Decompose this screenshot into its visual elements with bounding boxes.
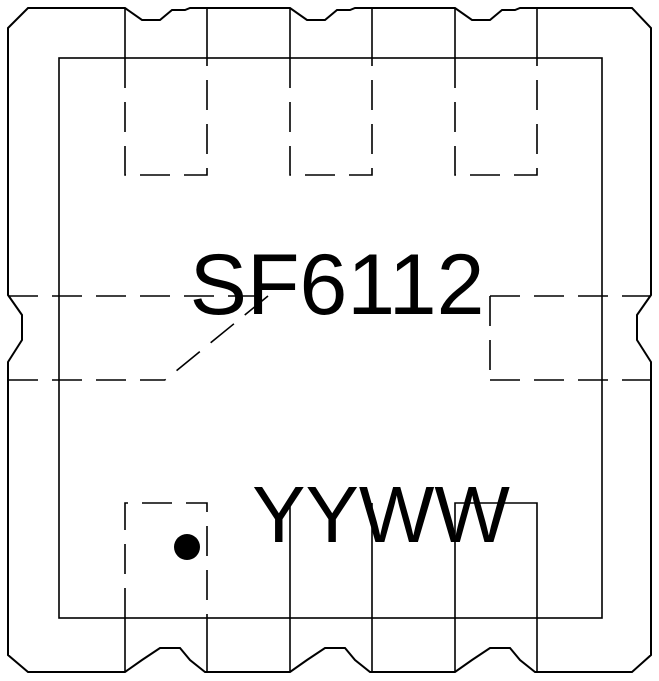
bottom-pad-2: [289, 503, 373, 618]
top-pad-lines: [124, 8, 538, 58]
body-outline: [58, 57, 603, 619]
pin-1-dot: [174, 534, 200, 560]
bottom-pad-1: [124, 502, 208, 618]
package-outline: [7, 7, 652, 673]
top-pad-2: [289, 58, 373, 176]
part-number-label: SF6112: [190, 237, 485, 333]
bottom-pad-lines: [124, 618, 538, 672]
bottom-pad-3: [454, 502, 538, 618]
top-pad-1: [124, 58, 208, 176]
center-ground-pad: [8, 295, 651, 381]
date-code-label: YYWW: [252, 470, 510, 559]
top-pad-3: [454, 58, 538, 176]
